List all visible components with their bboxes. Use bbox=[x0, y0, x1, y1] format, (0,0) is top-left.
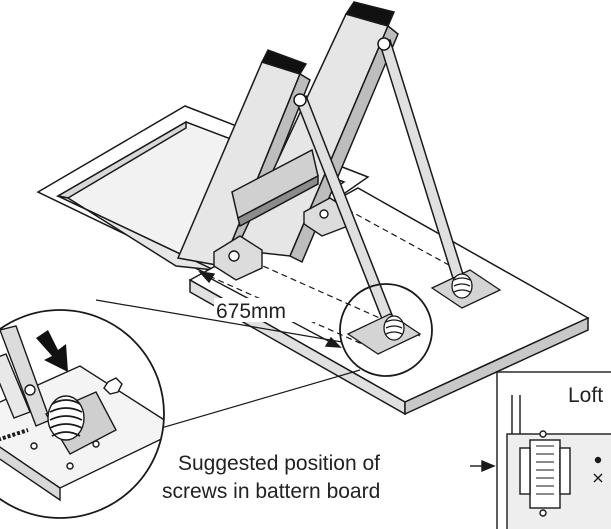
inset-title: Loft bbox=[568, 384, 603, 407]
suggestion-text-line1: Suggested position of bbox=[178, 452, 380, 475]
spring-foot-left bbox=[346, 313, 422, 355]
dimension-label-bg bbox=[214, 298, 318, 322]
zoom-detail bbox=[0, 309, 165, 519]
support-arms bbox=[293, 37, 467, 325]
inset-arrow bbox=[470, 459, 496, 473]
loft-inset bbox=[496, 371, 611, 529]
hinge-bracket-left bbox=[213, 235, 263, 281]
down-arrow-icon bbox=[36, 330, 68, 372]
spring-foot-right bbox=[430, 269, 502, 309]
cross-bar bbox=[231, 148, 319, 228]
focus-circle bbox=[339, 283, 433, 377]
suggestion-text-line2: screws in battern board bbox=[162, 480, 380, 503]
dimension-label: 675mm bbox=[216, 300, 286, 323]
